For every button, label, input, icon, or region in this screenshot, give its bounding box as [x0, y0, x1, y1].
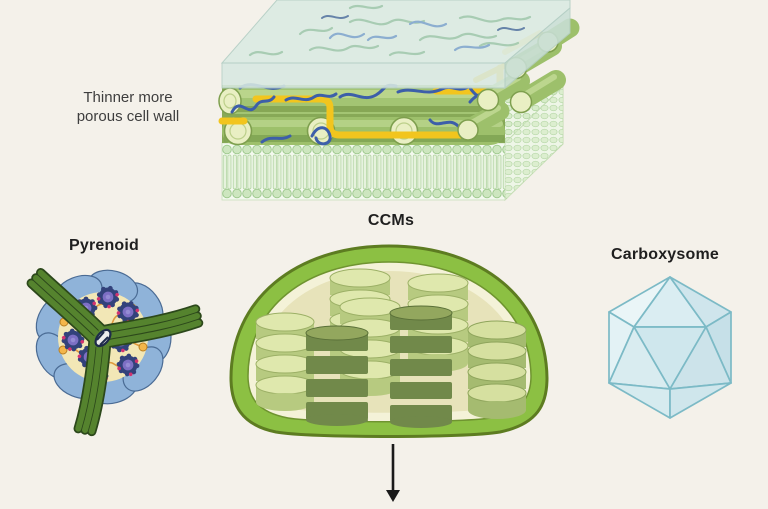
ccms-label: CCMs — [367, 212, 415, 229]
cell-wall-label: Thinner more porous cell wall — [38, 89, 218, 127]
chloroplast-ccm-illustration — [229, 244, 549, 438]
pyrenoid-illustration — [26, 268, 204, 437]
thylakoid-stack-light-mid — [339, 297, 401, 396]
glass-wall-layer — [220, 0, 571, 90]
pyrenoid-label: Pyrenoid — [68, 237, 140, 254]
cell-wall-label-line1: Thinner more — [83, 89, 173, 106]
cell-wall-illustration — [218, 0, 580, 202]
thylakoid-stack-light-left — [255, 312, 315, 411]
carboxysome-label: Carboxysome — [610, 246, 720, 263]
carboxysome-illustration — [608, 276, 732, 419]
thylakoid-stack-dark-left — [305, 325, 369, 426]
cell-wall-label-line2: porous cell wall — [76, 107, 180, 125]
thylakoid-stack-medium-right — [467, 320, 527, 419]
down-arrow-icon — [386, 444, 400, 502]
tubule-junction — [94, 328, 112, 348]
thylakoid-stack-dark-right — [389, 305, 453, 428]
